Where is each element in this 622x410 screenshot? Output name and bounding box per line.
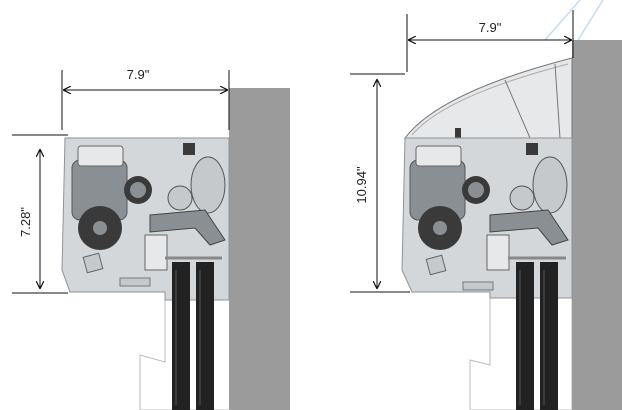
left-height-label: 7.28": [18, 207, 33, 237]
right-label: [462, 281, 494, 291]
right-unit: [401, 40, 622, 410]
right-roller-1: [516, 262, 534, 410]
left-unit: [61, 88, 290, 410]
left-roller-1: [172, 262, 190, 410]
right-curved-cover: [403, 57, 573, 139]
left-wall: [229, 88, 290, 410]
left-blower: [190, 156, 226, 214]
right-height-label: 10.94": [354, 166, 369, 204]
left-width-dimension: 7.9": [61, 67, 230, 130]
right-bracket: [489, 209, 569, 246]
left-height-dimension: 7.28": [12, 134, 68, 294]
left-roller-2: [196, 262, 214, 410]
right-width-dimension: 7.9": [406, 10, 574, 72]
right-wall: [572, 40, 622, 410]
decorative-light-lines: [544, 0, 604, 41]
left-bracket: [149, 209, 226, 246]
right-blower: [532, 156, 568, 214]
right-width-label: 7.9": [479, 20, 502, 35]
right-roller-2: [540, 262, 558, 410]
left-label: [119, 277, 151, 287]
left-width-label: 7.9": [127, 67, 150, 82]
right-height-dimension: 10.94": [350, 73, 410, 293]
